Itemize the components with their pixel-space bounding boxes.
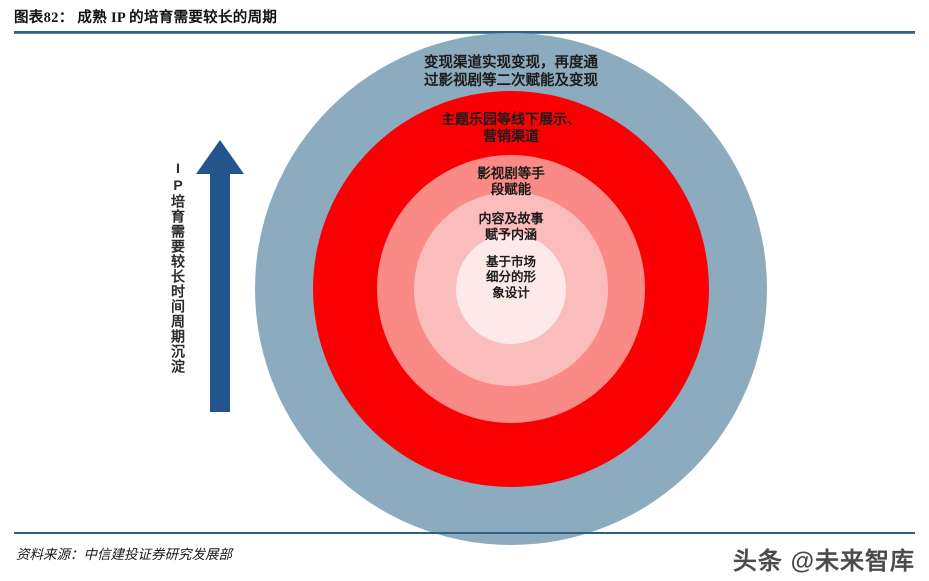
concentric-circle-diagram: 变现渠道实现变现，再度通 过影视剧等二次赋能及变现 主题乐园等线下展示、 营销渠… xyxy=(255,33,767,545)
figure-header: 图表82： 成熟 IP 的培育需要较长的周期 xyxy=(0,0,929,33)
header-divider xyxy=(14,31,915,34)
watermark-logo: 头条 @未来智库 xyxy=(732,548,915,575)
up-arrow-icon xyxy=(196,140,244,412)
up-arrow xyxy=(196,140,244,412)
footer-divider xyxy=(14,532,915,534)
source-note: 资料来源：中信建投证券研究发展部 xyxy=(16,547,232,562)
page-title: 图表82： 成熟 IP 的培育需要较长的周期 xyxy=(14,10,278,26)
ring-market-segmentation-core xyxy=(456,234,566,344)
arrow-caption: IP培育需要较长时间周期沉淀 xyxy=(170,160,186,374)
